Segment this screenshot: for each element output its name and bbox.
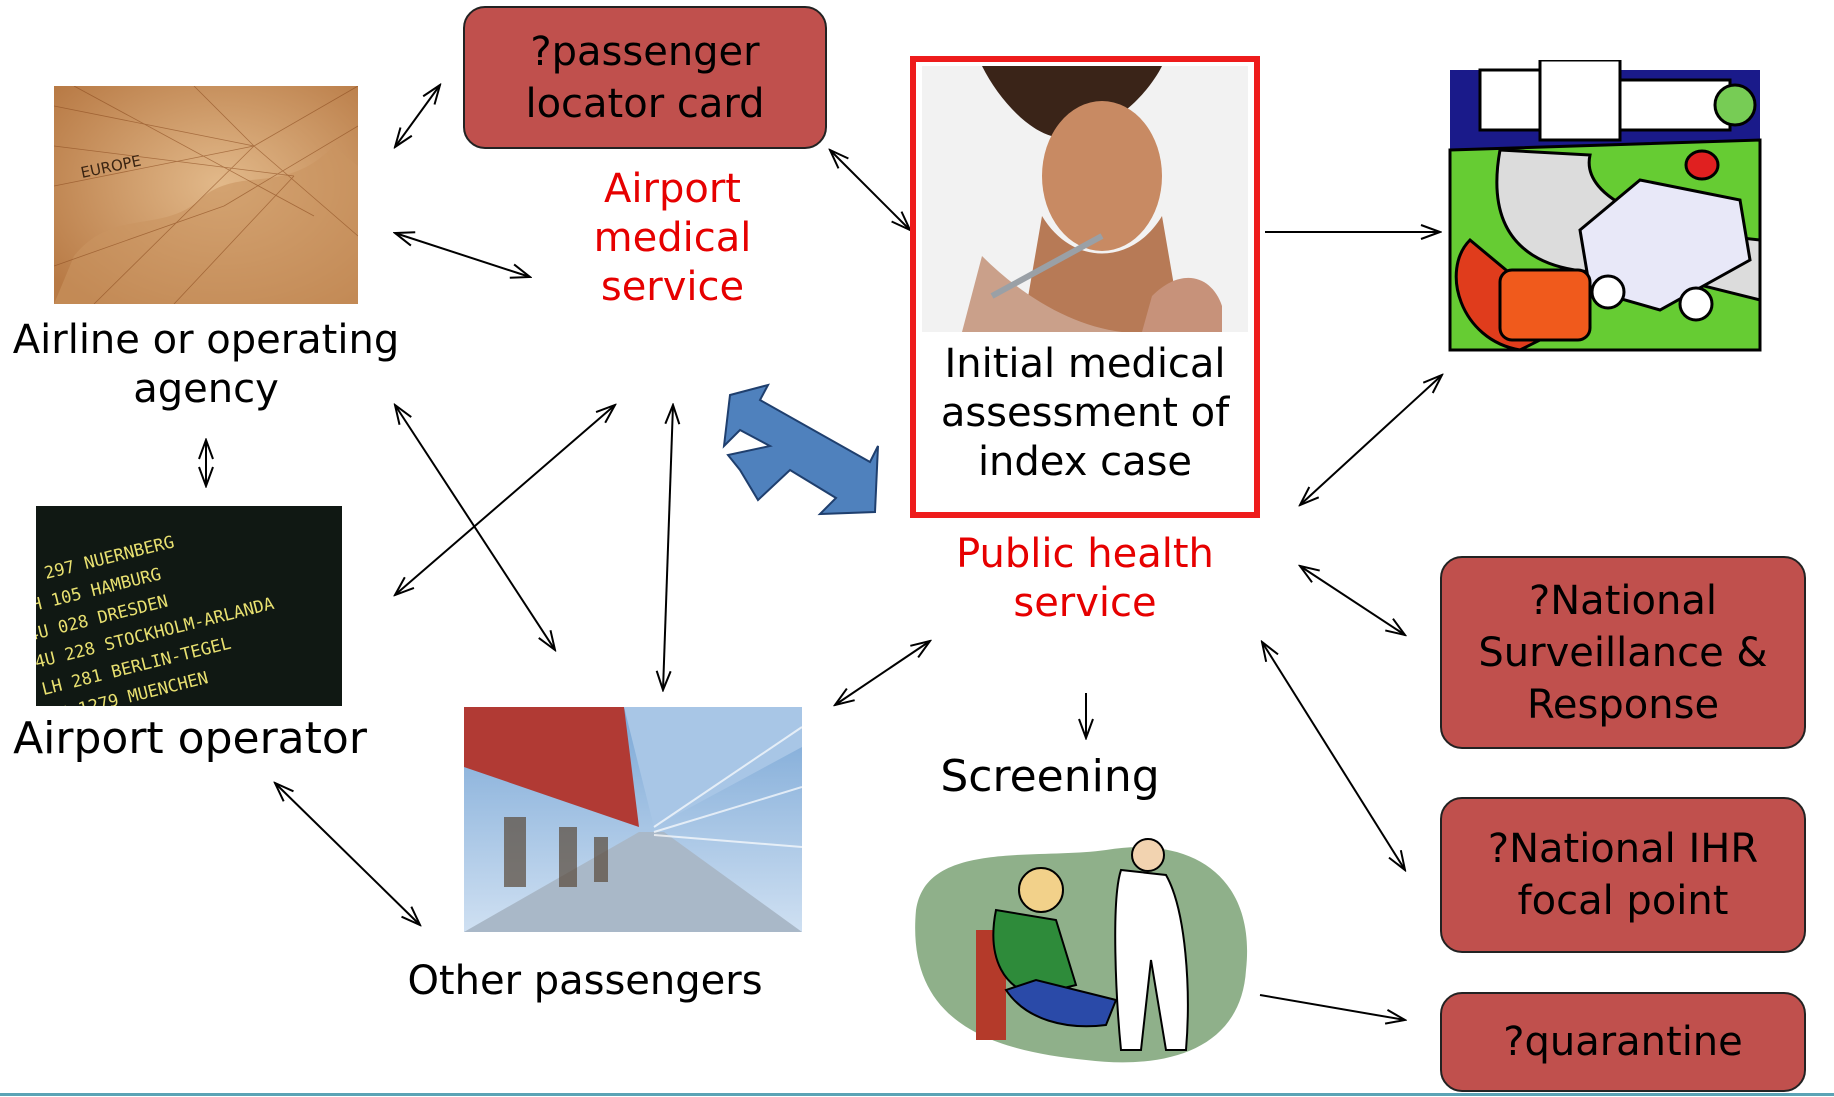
arrow-medical-passengers [663, 405, 673, 690]
national-ihr-box: ?National IHR focal point [1440, 797, 1806, 953]
arrow-public-ambulance [1300, 375, 1442, 505]
arrow-operator-medical [395, 405, 615, 595]
arrow-operator-passengers [275, 783, 420, 925]
europe-map-photo: EUROPE [54, 86, 358, 304]
puzzle-double-arrow [722, 383, 879, 516]
quarantine-box: ?quarantine [1440, 992, 1806, 1092]
airport-medical-service-label: Airport medical service [593, 166, 752, 310]
airline-operating-agency-label: Airline or operating agency [12, 317, 400, 412]
arrow-passengers-public [835, 641, 930, 705]
airport-terminal-photo [464, 707, 802, 932]
airport-operator-label: Airport operator [13, 713, 367, 764]
arrow-screening-quarantine [1259, 994, 1405, 1020]
screening-label: Screening [940, 751, 1160, 802]
ambulance-hospital-clipart [1440, 60, 1770, 360]
arrow-public-ihr [1262, 642, 1405, 870]
arrow-airline-medical [395, 233, 530, 277]
passenger-locator-card-box: ?passenger locator card [463, 6, 827, 149]
index-case-box: Initial medical assessment of index case [910, 56, 1260, 518]
arrow-locator-index [830, 150, 910, 230]
arrow-airline-locator [395, 85, 440, 147]
patient-thermometer-photo [922, 66, 1248, 332]
bottom-rule [0, 1093, 1834, 1096]
arrow-public-surveillance [1300, 566, 1405, 635]
other-passengers-label: Other passengers [407, 958, 763, 1004]
arrow-airline-passengers [395, 405, 555, 650]
public-health-service-label: Public health service [956, 531, 1214, 626]
national-surveillance-box: ?National Surveillance & Response [1440, 556, 1806, 749]
index-case-label: Initial medical assessment of index case [940, 341, 1230, 485]
screening-nurse-clipart [906, 820, 1258, 1097]
